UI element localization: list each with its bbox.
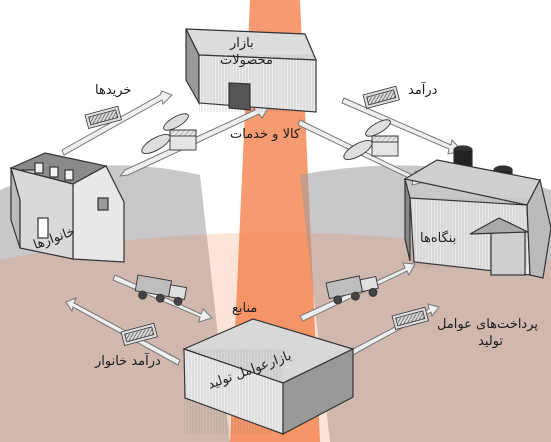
package-icon <box>343 119 399 160</box>
money-bundle-icon <box>120 322 158 347</box>
purchases-label: خریدها <box>95 83 132 98</box>
package-icon <box>141 113 197 154</box>
product-market-building <box>185 28 317 113</box>
households-house <box>9 152 125 263</box>
money-bundle-icon <box>84 105 122 130</box>
money-icons <box>84 85 429 347</box>
arrow-purchases <box>61 90 173 156</box>
household-income-label: درآمد خانوار <box>95 354 161 369</box>
truck-icon <box>325 275 379 305</box>
firms-factory <box>403 145 551 279</box>
product-market-label-line1: بازار <box>230 36 254 51</box>
factor-payments-label-line1: پرداخت‌های عوامل <box>437 317 539 332</box>
resources-label: منابع <box>232 301 258 316</box>
product-market-label-line2: محصولات <box>220 53 273 68</box>
firms-label: بنگاه‌ها <box>420 231 457 246</box>
money-bundle-icon <box>362 85 400 110</box>
goods-box-icons <box>141 113 399 160</box>
money-bundle-icon <box>391 306 429 331</box>
factor-market-building <box>182 318 355 435</box>
truck-icons <box>134 274 379 306</box>
truck-icon <box>134 274 188 306</box>
factor-payments-label-line2: تولید <box>478 334 504 349</box>
revenue-label: درآمد <box>408 83 438 98</box>
goods-services-label: کالا و خدمات <box>230 127 301 142</box>
